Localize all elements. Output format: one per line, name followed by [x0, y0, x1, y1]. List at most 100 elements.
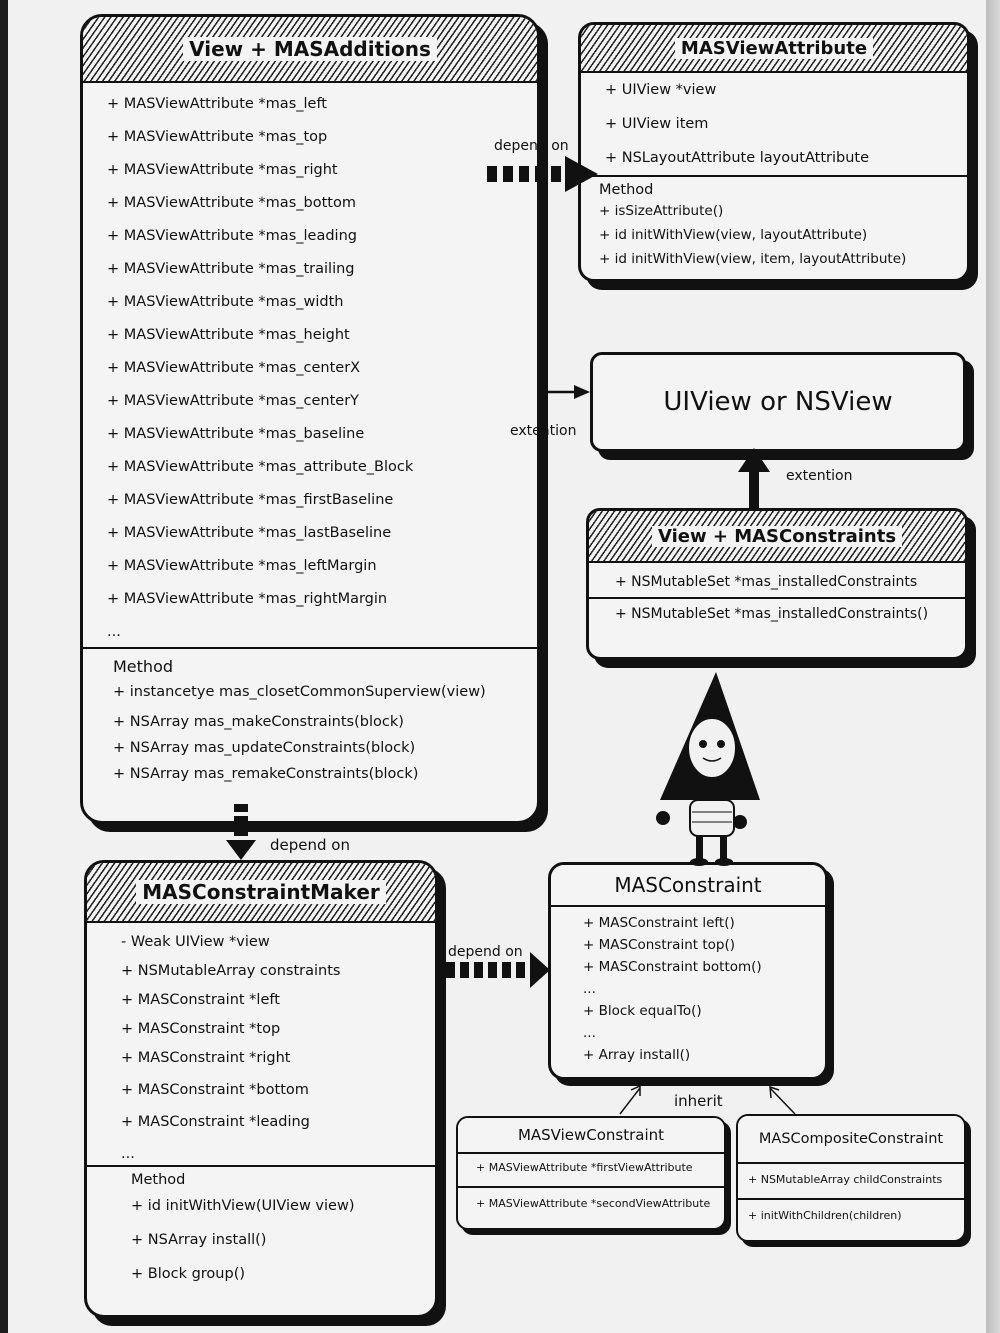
method-header: Method — [113, 657, 174, 676]
depend-on-label-right: depend on — [448, 944, 523, 960]
mas-constraint-title: MASConstraint — [614, 873, 762, 897]
member-line: + Block equalTo() — [583, 1003, 702, 1019]
method-line: + instancetye mas_closetCommonSuperview(… — [113, 684, 486, 700]
member-line: + MASConstraint top() — [583, 937, 735, 953]
property-line: + MASViewAttribute *mas_left — [107, 96, 327, 112]
method-line: + isSizeAttribute() — [599, 203, 724, 219]
uiview-or-nsview-title: UIView or NSView — [663, 387, 893, 417]
method-header: Method — [131, 1172, 186, 1188]
property-line: + MASViewAttribute *mas_attribute_Block — [107, 459, 414, 475]
section-divider — [83, 647, 537, 649]
depend-on-arrow-top — [487, 156, 598, 192]
mas-constraint-maker-methods: Method + id initWithView(UIView view) + … — [87, 1167, 435, 1297]
property-line: + MASConstraint *bottom — [121, 1082, 309, 1098]
property-line: + MASViewAttribute *firstViewAttribute — [476, 1161, 693, 1174]
property-line: + MASViewAttribute *mas_trailing — [107, 261, 355, 277]
member-line: + Array install() — [583, 1047, 691, 1063]
left-edge — [0, 0, 8, 1333]
mas-view-attribute-header: MASViewAttribute — [581, 25, 967, 73]
property-line: + MASConstraint *left — [121, 992, 280, 1008]
extention-label-up: extention — [786, 468, 853, 484]
mas-view-constraint-box: MASViewConstraint + MASViewAttribute *fi… — [456, 1116, 726, 1230]
hooded-character-doodle — [656, 672, 760, 866]
mas-constraint-members: + MASConstraint left() + MASConstraint t… — [551, 907, 825, 1071]
property-line: + MASViewAttribute *mas_lastBaseline — [107, 525, 392, 541]
property-line: + MASViewAttribute *mas_centerX — [107, 360, 361, 376]
mas-composite-constraint-title: MASCompositeConstraint — [758, 1131, 944, 1147]
right-edge — [986, 0, 1000, 1333]
mas-view-attribute-box: MASViewAttribute + UIView *view + UIView… — [578, 22, 970, 282]
inherit-arrows — [619, 1084, 796, 1115]
ellipsis-line: ... — [107, 624, 121, 640]
mas-view-constraint-header: MASViewConstraint — [458, 1118, 724, 1154]
inherit-label: inherit — [674, 1092, 723, 1110]
view-mas-constraints-properties: + NSMutableSet *mas_installedConstraints — [589, 563, 965, 597]
depend-on-label-bottom: depend on — [270, 836, 350, 854]
property-line: + MASViewAttribute *mas_width — [107, 294, 344, 310]
uiview-or-nsview-box: UIView or NSView — [590, 352, 966, 452]
view-mas-additions-title: View + MASAdditions — [183, 37, 437, 61]
extention-arrow-left — [542, 385, 590, 399]
mas-constraint-box: MASConstraint + MASConstraint left() + M… — [548, 862, 828, 1080]
extention-arrow-up — [738, 448, 770, 508]
mas-view-constraint-title: MASViewConstraint — [517, 1126, 665, 1144]
method-line: + NSMutableSet *mas_installedConstraints… — [615, 606, 929, 622]
depend-on-arrow-right — [446, 952, 550, 988]
view-mas-additions-methods: Method + instancetye mas_closetCommonSup… — [83, 649, 537, 793]
member-line: + MASConstraint bottom() — [583, 959, 762, 975]
property-line: + MASConstraint *leading — [121, 1114, 310, 1130]
property-line: + UIView *view — [605, 82, 717, 98]
property-line: + NSLayoutAttribute layoutAttribute — [605, 150, 870, 166]
ellipsis-line: ... — [121, 1146, 135, 1162]
section-divider — [581, 175, 967, 177]
property-line: + MASViewAttribute *mas_baseline — [107, 426, 365, 442]
method-line: + Block group() — [131, 1266, 246, 1282]
extention-label-left: extention — [510, 423, 577, 439]
method-line: + NSArray mas_updateConstraints(block) — [113, 740, 416, 756]
mas-view-attribute-properties: + UIView *view + UIView item + NSLayoutA… — [581, 73, 967, 175]
property-line: + MASViewAttribute *mas_centerY — [107, 393, 360, 409]
depend-on-arrow-bottom — [226, 804, 256, 860]
mas-constraint-maker-properties: - Weak UIView *view + NSMutableArray con… — [87, 923, 435, 1165]
method-line: + NSArray mas_remakeConstraints(block) — [113, 766, 419, 782]
property-line: - Weak UIView *view — [121, 934, 270, 950]
mas-composite-constraint-properties: + NSMutableArray childConstraints — [738, 1164, 964, 1198]
mas-composite-constraint-box: MASCompositeConstraint + NSMutableArray … — [736, 1114, 966, 1242]
member-line: + MASConstraint left() — [583, 915, 735, 931]
view-mas-constraints-title: View + MASConstraints — [651, 525, 903, 547]
method-header: Method — [599, 182, 654, 198]
mas-view-constraint-properties: + MASViewAttribute *firstViewAttribute — [458, 1154, 724, 1186]
property-line: + NSMutableArray constraints — [121, 963, 341, 979]
property-line: + NSMutableSet *mas_installedConstraints — [615, 574, 918, 590]
mas-view-attribute-title: MASViewAttribute — [674, 37, 874, 59]
view-mas-additions-properties: + MASViewAttribute *mas_left + MASViewAt… — [83, 83, 537, 647]
view-mas-additions-box: View + MASAdditions + MASViewAttribute *… — [80, 14, 540, 824]
view-mas-constraints-methods: + NSMutableSet *mas_installedConstraints… — [589, 599, 965, 621]
property-line: + MASViewAttribute *mas_right — [107, 162, 338, 178]
property-line: + MASViewAttribute *mas_bottom — [107, 195, 356, 211]
ellipsis-line: ... — [583, 981, 596, 997]
method-line: + initWithChildren(children) — [748, 1209, 902, 1222]
method-line: + id initWithView(view, item, layoutAttr… — [599, 251, 907, 267]
mas-composite-constraint-header: MASCompositeConstraint — [738, 1116, 964, 1164]
property-line: + MASViewAttribute *mas_height — [107, 327, 350, 343]
section-divider — [589, 597, 965, 599]
view-mas-constraints-header: View + MASConstraints — [589, 511, 965, 563]
method-line: + id initWithView(UIView view) — [131, 1198, 355, 1214]
property-line: + NSMutableArray childConstraints — [748, 1173, 943, 1186]
method-line: + MASViewAttribute *secondViewAttribute — [476, 1197, 711, 1210]
method-line: + NSArray install() — [131, 1232, 267, 1248]
method-line: + NSArray mas_makeConstraints(block) — [113, 714, 404, 730]
mas-composite-constraint-methods: + initWithChildren(children) — [738, 1200, 964, 1221]
property-line: + UIView item — [605, 116, 709, 132]
mas-view-constraint-methods: + MASViewAttribute *secondViewAttribute — [458, 1188, 724, 1209]
property-line: + MASViewAttribute *mas_leftMargin — [107, 558, 377, 574]
section-divider — [738, 1198, 964, 1200]
section-divider — [87, 1165, 435, 1167]
property-line: + MASConstraint *top — [121, 1021, 281, 1037]
mas-constraint-maker-title: MASConstraintMaker — [136, 880, 386, 904]
depend-on-label-top: depend on — [494, 138, 569, 154]
mas-constraint-maker-header: MASConstraintMaker — [87, 863, 435, 923]
method-line: + id initWithView(view, layoutAttribute) — [599, 227, 868, 243]
